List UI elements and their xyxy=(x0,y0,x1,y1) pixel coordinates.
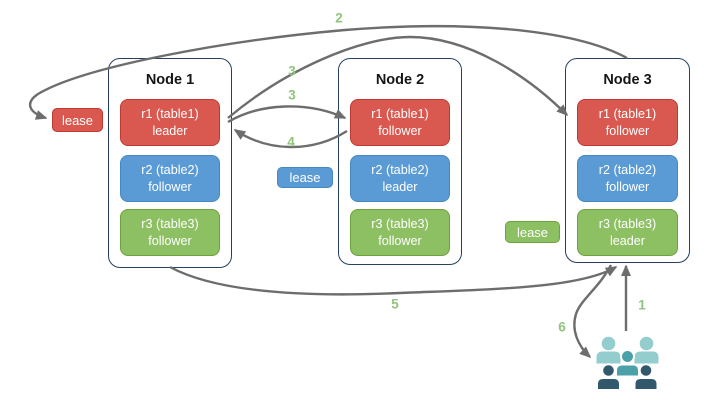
replica-role: leader xyxy=(382,179,418,194)
node-2-title: Node 2 xyxy=(375,72,425,88)
node2-replica-r1: r1 (table1) follower xyxy=(350,99,450,146)
replica-name: r2 (table2) xyxy=(598,163,657,178)
replica-role: follower xyxy=(378,123,422,138)
node-1: Node 1 r1 (table1) leader r2 (table2) fo… xyxy=(108,58,232,268)
user-icon xyxy=(633,363,659,391)
replica-name: r1 (table1) xyxy=(141,107,199,122)
node1-replica-r1: r1 (table1) leader xyxy=(120,99,220,146)
replica-role: follower xyxy=(378,233,422,248)
replica-name: r3 (table3) xyxy=(598,217,657,232)
replica-name: r1 (table1) xyxy=(371,107,429,122)
replica-name: r1 (table1) xyxy=(598,107,657,122)
arrow-step5-node1-to-node3 xyxy=(169,265,618,296)
step-label-4: 4 xyxy=(287,134,295,150)
replica-role: follower xyxy=(605,179,650,194)
node3-replica-r1: r1 (table1) follower xyxy=(577,99,678,146)
replica-name: r3 (table3) xyxy=(141,217,199,232)
users-group-icon xyxy=(596,336,659,391)
step-label-3b: 3 xyxy=(288,87,296,103)
node1-replica-r3: r3 (table3) follower xyxy=(120,209,220,256)
user-icon xyxy=(615,349,640,378)
replica-role: follower xyxy=(605,123,650,138)
node3-replica-r3: r3 (table3) leader xyxy=(577,209,678,256)
replica-name: r2 (table2) xyxy=(141,163,199,178)
node1-replica-r2: r2 (table2) follower xyxy=(120,155,220,202)
node-2: Node 2 r1 (table1) follower r2 (table2) … xyxy=(338,58,462,265)
user-icon xyxy=(634,336,659,364)
step-label-6: 6 xyxy=(558,319,566,335)
arrow-step6-node3-to-users xyxy=(573,264,613,359)
replica-name: r3 (table3) xyxy=(371,217,429,232)
step-label-1: 1 xyxy=(638,297,646,313)
step-label-5: 5 xyxy=(391,296,399,312)
node-1-title: Node 1 xyxy=(145,72,195,88)
lease-badge-green: lease xyxy=(505,221,560,243)
node-3-title: Node 3 xyxy=(603,72,652,88)
lease-badge-red: lease xyxy=(52,108,103,132)
node3-replica-r2: r2 (table2) follower xyxy=(577,155,678,202)
user-icon xyxy=(596,363,621,391)
lease-badge-blue: lease xyxy=(277,167,333,188)
step-label-2: 2 xyxy=(335,10,343,26)
arrow-step3-leader-to-node2 xyxy=(227,105,347,124)
node2-replica-r2: r2 (table2) leader xyxy=(350,155,450,202)
replica-role: leader xyxy=(609,233,645,248)
user-icon xyxy=(596,336,621,364)
node2-replica-r3: r3 (table3) follower xyxy=(350,209,450,256)
replica-role: follower xyxy=(148,233,192,248)
node-3: Node 3 r1 (table1) follower r2 (table2) … xyxy=(565,58,690,263)
step-label-3a: 3 xyxy=(288,63,296,79)
replica-name: r2 (table2) xyxy=(371,163,429,178)
replica-role: leader xyxy=(152,123,188,138)
replica-role: follower xyxy=(148,179,192,194)
